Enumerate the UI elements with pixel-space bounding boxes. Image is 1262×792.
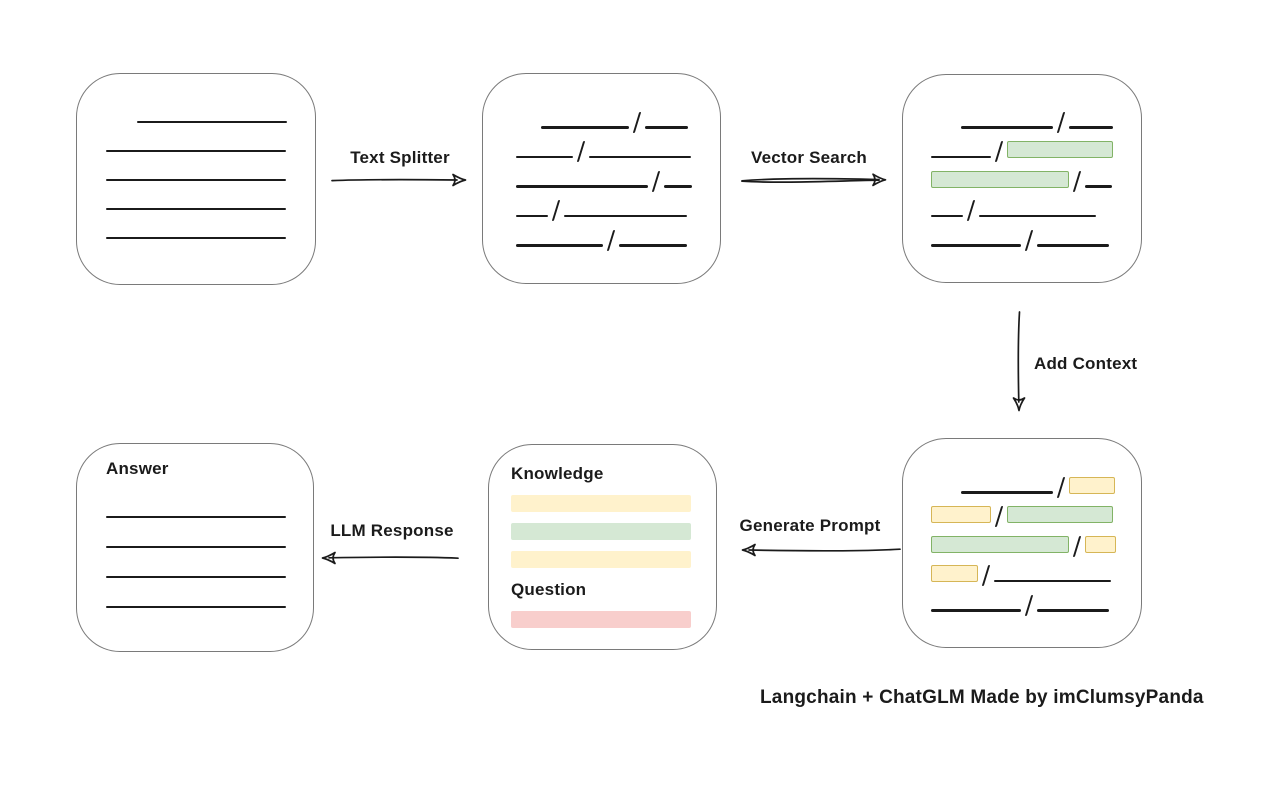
text-line-segment [541, 126, 629, 129]
question-bars [511, 611, 716, 628]
knowledge-bars [511, 495, 716, 568]
chunk-row [931, 494, 1141, 527]
knowledge-label: Knowledge [511, 464, 604, 483]
chunk-row [106, 548, 313, 578]
green-bar [511, 523, 691, 540]
text-line-segment [106, 515, 286, 518]
matched-chunk-lines [903, 75, 1141, 251]
text-splitter-label: Text Splitter [350, 148, 450, 167]
chunk-row [106, 94, 315, 123]
text-line-segment [961, 126, 1053, 129]
text-line-segment [931, 214, 963, 217]
text-line-segment [564, 214, 688, 217]
text-line-segment [645, 126, 689, 129]
llm-response-arrow [321, 551, 459, 565]
chunk-row [931, 188, 1141, 221]
text-line-segment [931, 244, 1021, 247]
chunk-row [106, 518, 313, 548]
chunk-row [931, 217, 1141, 251]
chunk-row [931, 523, 1141, 557]
split-chunks-node [482, 73, 721, 284]
text-line-segment [137, 120, 287, 123]
chunk-row [106, 210, 315, 239]
text-line-segment [979, 214, 1097, 217]
vector-search-label: Vector Search [751, 148, 867, 167]
text-line-segment [961, 491, 1053, 494]
green-chunk [1007, 506, 1114, 523]
yellow-chunk [1069, 476, 1116, 494]
credit-caption: Langchain + ChatGLM Made by imClumsyPand… [760, 687, 1204, 708]
text-line-segment [931, 155, 991, 158]
red-bar [511, 611, 691, 628]
chunk-row [516, 188, 720, 221]
context-chunk-lines [903, 439, 1141, 616]
chunk-row [931, 158, 1141, 192]
text-line-segment [994, 579, 1112, 582]
text-line-segment [664, 185, 693, 188]
text-line-segment [106, 207, 286, 210]
chunk-row [931, 99, 1141, 133]
generate-prompt-arrow [741, 543, 901, 557]
text-line-segment [931, 609, 1021, 612]
text-line-segment [106, 605, 286, 608]
chunk-row [106, 181, 315, 210]
question-label: Question [511, 580, 587, 599]
chunk-row [516, 158, 720, 192]
split-chunk-lines [483, 74, 720, 251]
green-chunk [931, 535, 1069, 553]
matched-chunks-node [902, 74, 1142, 283]
yellow-chunk [931, 506, 991, 523]
text-line-segment [1069, 126, 1114, 129]
text-line-segment [106, 575, 286, 578]
vector-search-arrow [741, 173, 887, 187]
chunk-row [931, 464, 1141, 498]
add-context-arrow [1012, 311, 1026, 412]
text-line-segment [106, 149, 286, 152]
chunk-row [931, 129, 1141, 162]
chunk-row [931, 582, 1141, 616]
text-line-segment [516, 244, 603, 247]
text-line-segment [516, 214, 548, 217]
text-line-segment [106, 236, 286, 239]
text-line-segment [516, 185, 648, 188]
answer-label: Answer [106, 459, 169, 478]
text-line-segment [106, 545, 286, 548]
document-node [76, 73, 316, 285]
text-splitter-arrow [331, 173, 467, 187]
green-chunk [931, 170, 1069, 188]
chunk-row [106, 578, 313, 608]
context-chunks-node [902, 438, 1142, 648]
yellow-chunk [931, 565, 978, 582]
chunk-row [516, 99, 720, 133]
chunk-row [516, 129, 720, 162]
llm-response-label: LLM Response [330, 521, 454, 540]
chunk-row [931, 553, 1141, 586]
green-chunk [1007, 141, 1114, 158]
prompt-node: Knowledge Question [488, 444, 717, 650]
yellow-bar [511, 495, 691, 512]
answer-node: Answer [76, 443, 314, 652]
answer-lines [77, 480, 313, 608]
yellow-chunk [1085, 535, 1117, 553]
chunk-row [106, 488, 313, 518]
text-line-segment [619, 244, 688, 247]
slash-separator [1024, 594, 1034, 616]
text-line-segment [1085, 185, 1113, 188]
text-line-segment [106, 178, 286, 181]
text-line-segment [1037, 609, 1110, 612]
text-line-segment [589, 155, 692, 158]
chunk-row [106, 123, 315, 152]
generate-prompt-label: Generate Prompt [739, 516, 881, 535]
chunk-row [516, 217, 720, 251]
chunk-row [106, 152, 315, 181]
yellow-bar [511, 551, 691, 568]
add-context-label: Add Context [1034, 354, 1138, 373]
slash-separator [1024, 229, 1034, 251]
slash-separator [606, 229, 616, 251]
text-line-segment [516, 155, 573, 158]
document-lines [77, 74, 315, 239]
text-line-segment [1037, 244, 1110, 247]
